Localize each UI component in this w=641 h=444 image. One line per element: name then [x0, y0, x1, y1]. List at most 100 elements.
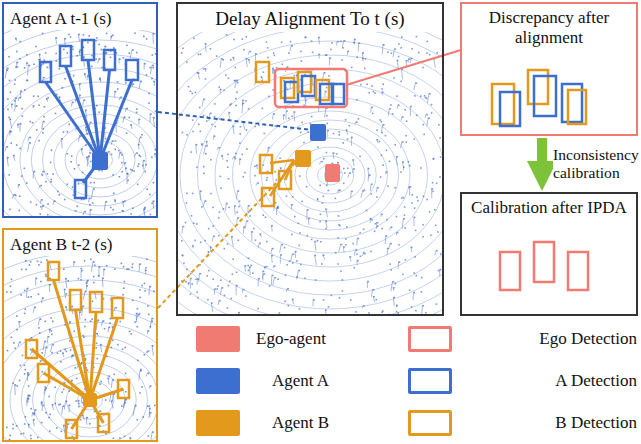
scan-ring	[4, 40, 156, 216]
lidar-point	[82, 172, 84, 174]
lidar-point	[79, 49, 80, 56]
lidar-point	[12, 424, 14, 426]
lidar-point	[231, 298, 233, 300]
lidar-point	[401, 141, 403, 148]
lidar-point	[143, 36, 145, 38]
lidar-point	[64, 289, 66, 298]
lidar-point	[213, 278, 215, 280]
scan-ring	[4, 54, 156, 216]
lidar-point	[80, 419, 82, 421]
lidar-point	[98, 58, 99, 63]
lidar-point	[22, 115, 24, 117]
lidar-point	[45, 321, 47, 323]
lidar-point	[30, 408, 32, 410]
lidar-point	[40, 262, 42, 264]
lidar-point	[368, 312, 370, 314]
lidar-point	[311, 40, 313, 42]
lidar-point	[235, 105, 237, 107]
lidar-point	[233, 126, 234, 135]
lidar-point	[131, 170, 133, 172]
lidar-point	[23, 433, 25, 435]
lidar-point	[284, 247, 286, 249]
lidar-point	[279, 312, 281, 314]
detection-box	[262, 188, 274, 206]
lidar-point	[139, 137, 140, 144]
agent-marker	[83, 393, 97, 407]
scan-ring	[306, 156, 354, 194]
lidar-point	[15, 66, 17, 68]
lidar-point	[105, 399, 107, 401]
lidar-point	[18, 97, 19, 101]
lidar-point	[376, 129, 378, 131]
lidar-point	[435, 250, 436, 255]
lidar-point	[211, 124, 213, 126]
lidar-point	[89, 204, 91, 206]
lidar-point	[432, 182, 434, 184]
lidar-point	[286, 288, 288, 292]
lidar-point	[393, 297, 395, 306]
lidar-point	[14, 384, 16, 395]
lidar-point	[245, 100, 247, 102]
detection-box	[500, 252, 520, 290]
lidar-point	[10, 291, 12, 293]
lidar-point	[271, 255, 273, 263]
lidar-point	[151, 78, 153, 80]
lidar-point	[61, 431, 63, 433]
lidar-point	[8, 174, 10, 176]
lidar-point	[312, 299, 313, 306]
lidar-point	[350, 256, 351, 261]
detection-box	[40, 62, 51, 82]
lidar-point	[60, 361, 62, 363]
panel-box: Discrepancy after alignment	[460, 2, 638, 136]
lidar-point	[54, 386, 56, 388]
association-line	[88, 60, 100, 160]
lidar-point	[400, 47, 402, 49]
lidar-point	[402, 274, 404, 276]
lidar-point	[146, 74, 148, 76]
lidar-point	[51, 150, 53, 152]
lidar-point	[55, 113, 57, 115]
lidar-point	[381, 155, 383, 157]
lidar-point	[104, 201, 105, 210]
lidar-point	[381, 228, 383, 230]
lidar-point	[203, 68, 205, 70]
lidar-point	[362, 253, 364, 256]
agent-marker	[295, 150, 311, 167]
lidar-point	[398, 261, 400, 269]
lidar-point	[67, 280, 69, 282]
lidar-point	[347, 51, 348, 56]
lidar-point	[328, 75, 330, 77]
lidar-point	[388, 314, 390, 315]
legend-swatch	[196, 368, 240, 394]
lidar-point	[129, 331, 131, 333]
lidar-point	[247, 265, 249, 267]
lidar-point	[195, 92, 197, 94]
lidar-point	[9, 209, 11, 211]
legend-text: B Detection	[555, 414, 637, 433]
lidar-point	[32, 105, 33, 108]
lidar-point	[212, 207, 214, 209]
lidar-point	[85, 319, 87, 321]
lidar-point	[28, 137, 30, 142]
lidar-point	[296, 260, 298, 262]
lidar-point	[186, 269, 188, 271]
lidar-point	[105, 138, 107, 140]
lidar-point	[233, 57, 234, 61]
lidar-point	[44, 389, 46, 391]
lidar-point	[122, 171, 124, 173]
lidar-point	[147, 406, 149, 408]
panel-box: Delay Alignment To t (s)	[176, 2, 444, 316]
lidar-point	[139, 370, 140, 381]
lidar-point	[198, 124, 200, 126]
lidar-point	[291, 253, 293, 261]
lidar-point	[224, 295, 226, 297]
detection-box	[332, 84, 344, 104]
scan-ring	[4, 30, 156, 216]
lidar-point	[83, 291, 85, 300]
lidar-point	[434, 209, 436, 211]
lidar-point	[75, 210, 77, 212]
lidar-point	[141, 285, 143, 287]
lidar-point	[283, 114, 284, 120]
lidar-point	[219, 118, 221, 120]
lidar-point	[288, 52, 290, 54]
